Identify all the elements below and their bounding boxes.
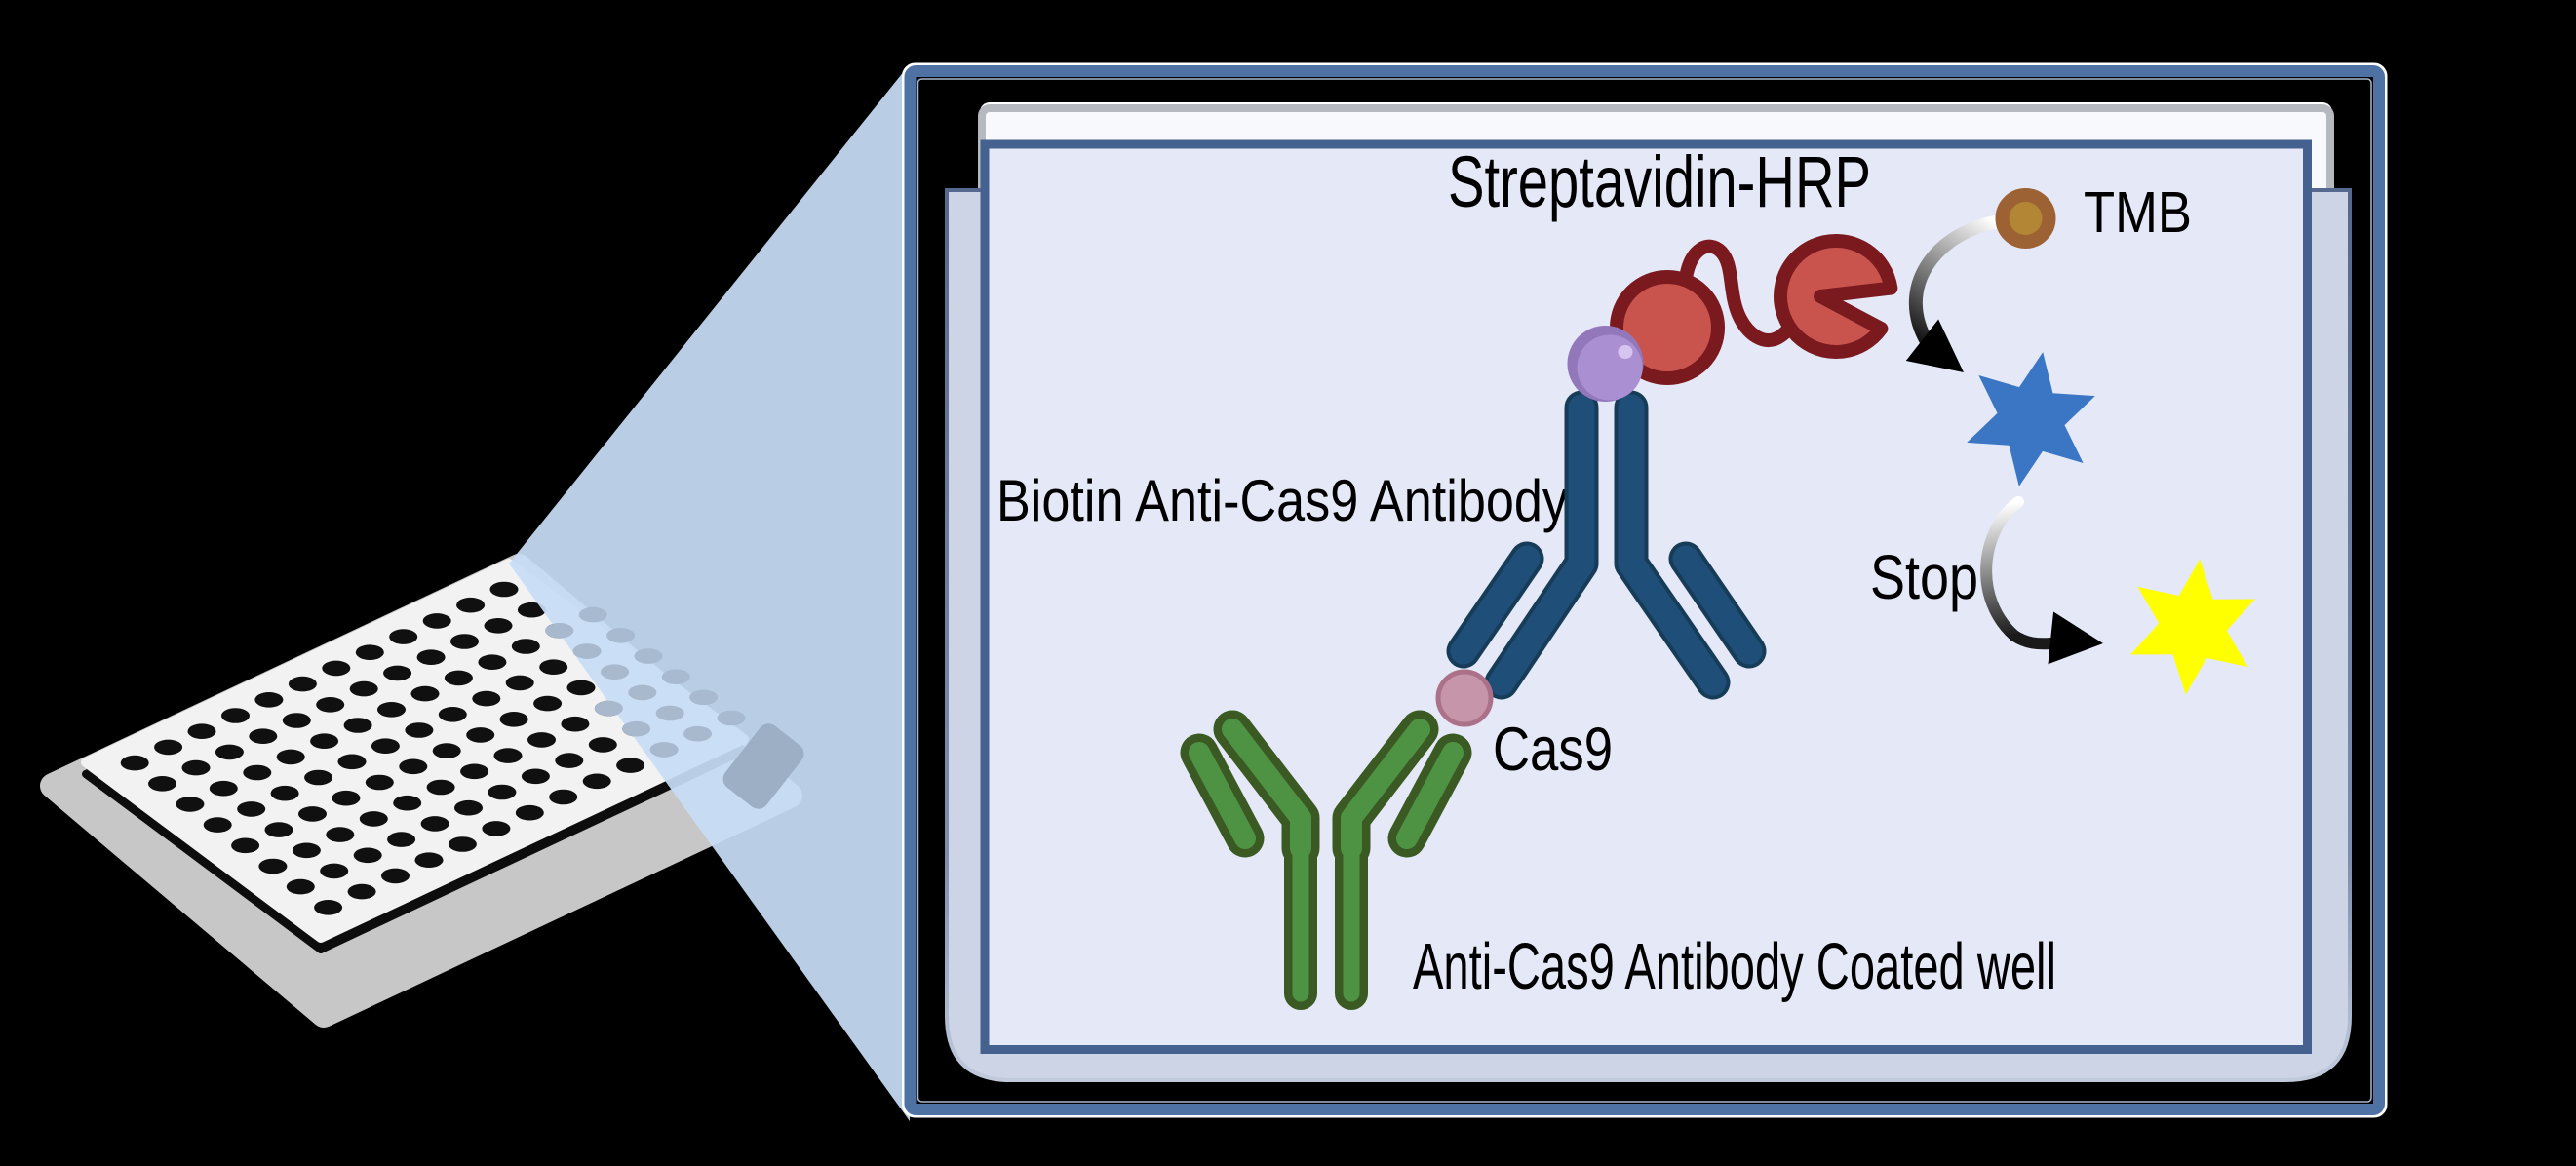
svg-text:TMB: TMB (2084, 180, 2192, 245)
svg-text:Anti-Cas9 Antibody Coated well: Anti-Cas9 Antibody Coated well (1413, 930, 2056, 1003)
svg-text:Stop: Stop (1870, 542, 1978, 612)
svg-text:Cas9: Cas9 (1493, 716, 1613, 784)
svg-text:Biotin Anti-Cas9 Antibody: Biotin Anti-Cas9 Antibody (996, 468, 1568, 533)
svg-text:Streptavidin-HRP: Streptavidin-HRP (1448, 141, 1871, 222)
